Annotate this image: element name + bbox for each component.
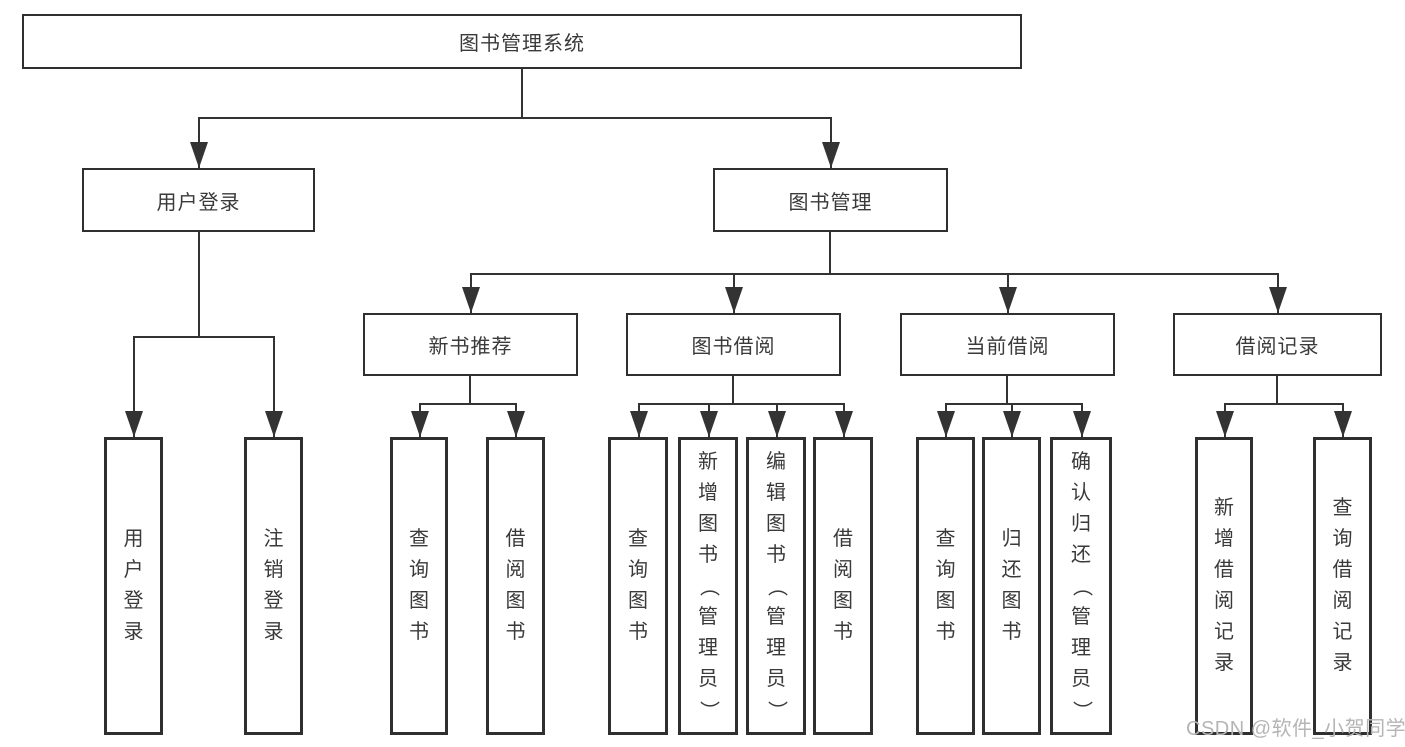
node-current-borrow-label: 当前借阅 (965, 336, 1050, 358)
arrowhead-down-borrow-records (1269, 287, 1287, 313)
connector-drop-leaf-logout (273, 336, 275, 437)
node-user-login-label: 用户登录 (156, 191, 241, 214)
leaf-current-return-label: 归还图书 (1001, 528, 1022, 643)
connector-book-mgmt-stem (829, 232, 831, 273)
connector-drop-leaf-login (133, 336, 135, 437)
leaf-newbook-borrow-label: 借阅图书 (505, 528, 526, 643)
leaf-borrow-borrow-label: 借阅图书 (833, 528, 853, 643)
arrowhead-down-bb-add (700, 411, 718, 437)
node-book-borrow-label: 图书借阅 (691, 336, 776, 358)
leaf-records-query: 查询借阅记录 (1313, 437, 1372, 735)
node-book-mgmt: 图书管理 (713, 168, 948, 232)
node-new-book-rec-label: 新书推荐 (428, 336, 513, 358)
connector-new-book-stem (469, 376, 471, 403)
leaf-records-add: 新增借阅记录 (1195, 437, 1253, 735)
node-user-login: 用户登录 (82, 168, 315, 232)
node-book-borrow: 图书借阅 (626, 313, 841, 376)
node-book-mgmt-label: 图书管理 (788, 191, 873, 214)
leaf-current-query: 查询图书 (916, 437, 975, 735)
connector-level2-rail (470, 273, 1278, 275)
leaf-current-return: 归还图书 (982, 437, 1041, 735)
connector-book-borrow-stem (732, 376, 734, 403)
arrowhead-down-leaf-logout (265, 411, 283, 437)
arrowhead-down-bb-borrow (835, 411, 853, 437)
csdn-watermark: CSDN @软件_小贺同学 (1186, 718, 1405, 740)
leaf-current-confirm: 确认归还（管理员） (1050, 437, 1112, 735)
arrowhead-down-new-book (462, 287, 480, 313)
arrowhead-down-current-borrow (999, 287, 1017, 313)
arrowhead-down-cb-confirm (1073, 411, 1091, 437)
connector-user-login-stem (198, 232, 200, 336)
leaf-borrow-edit: 编辑图书（管理员） (746, 437, 806, 735)
arrowhead-down-br-add (1216, 411, 1234, 437)
arrowhead-down-leaf-login (125, 411, 143, 437)
arrowhead-down-nb-borrow (507, 411, 525, 437)
arrowhead-down-bb-query (630, 411, 648, 437)
leaf-records-add-label: 新增借阅记录 (1214, 497, 1234, 674)
connector-new-book-rail (419, 403, 517, 405)
leaf-borrow-query: 查询图书 (608, 437, 668, 735)
arrowhead-down-book-borrow (725, 287, 743, 313)
leaf-borrow-add-label: 新增图书（管理员） (697, 450, 720, 721)
leaf-current-confirm-label: 确认归还（管理员） (1070, 450, 1093, 721)
leaf-newbook-query: 查询图书 (390, 437, 448, 735)
node-borrow-records: 借阅记录 (1173, 313, 1382, 376)
leaf-borrow-edit-label: 编辑图书（管理员） (765, 450, 788, 721)
arrowhead-down-br-query (1334, 411, 1352, 437)
leaf-user-login: 用户登录 (104, 437, 163, 735)
leaf-records-query-label: 查询借阅记录 (1332, 497, 1353, 674)
arrowhead-down-cb-return (1003, 411, 1021, 437)
node-root: 图书管理系统 (22, 14, 1022, 69)
leaf-current-query-label: 查询图书 (935, 528, 956, 643)
arrowhead-down-cb-query (937, 411, 955, 437)
node-current-borrow: 当前借阅 (900, 313, 1115, 376)
leaf-newbook-query-label: 查询图书 (409, 528, 429, 643)
arrowhead-down-book-mgmt (822, 142, 840, 168)
arrowhead-down-bb-edit (768, 411, 786, 437)
arrowhead-down-user-login (190, 142, 208, 168)
connector-user-login-rail (133, 336, 275, 338)
leaf-borrow-add: 新增图书（管理员） (678, 437, 738, 735)
leaf-logout-label: 注销登录 (263, 528, 284, 643)
leaf-newbook-borrow: 借阅图书 (486, 437, 545, 735)
arrowhead-down-nb-query (411, 411, 429, 437)
connector-level1-rail (198, 117, 832, 119)
leaf-logout: 注销登录 (244, 437, 303, 735)
leaf-borrow-query-label: 查询图书 (628, 528, 648, 643)
leaf-borrow-borrow: 借阅图书 (813, 437, 873, 735)
node-root-label: 图书管理系统 (459, 33, 585, 55)
connector-current-borrow-stem (1006, 376, 1008, 403)
connector-borrow-records-stem (1276, 376, 1278, 403)
connector-current-borrow-rail (945, 403, 1083, 405)
connector-root-stem (521, 69, 523, 117)
leaf-user-login-label: 用户登录 (123, 528, 144, 643)
node-new-book-rec: 新书推荐 (363, 313, 578, 376)
connector-borrow-records-rail (1224, 403, 1343, 405)
connector-book-borrow-rail (638, 403, 844, 405)
node-borrow-records-label: 借阅记录 (1235, 336, 1320, 358)
